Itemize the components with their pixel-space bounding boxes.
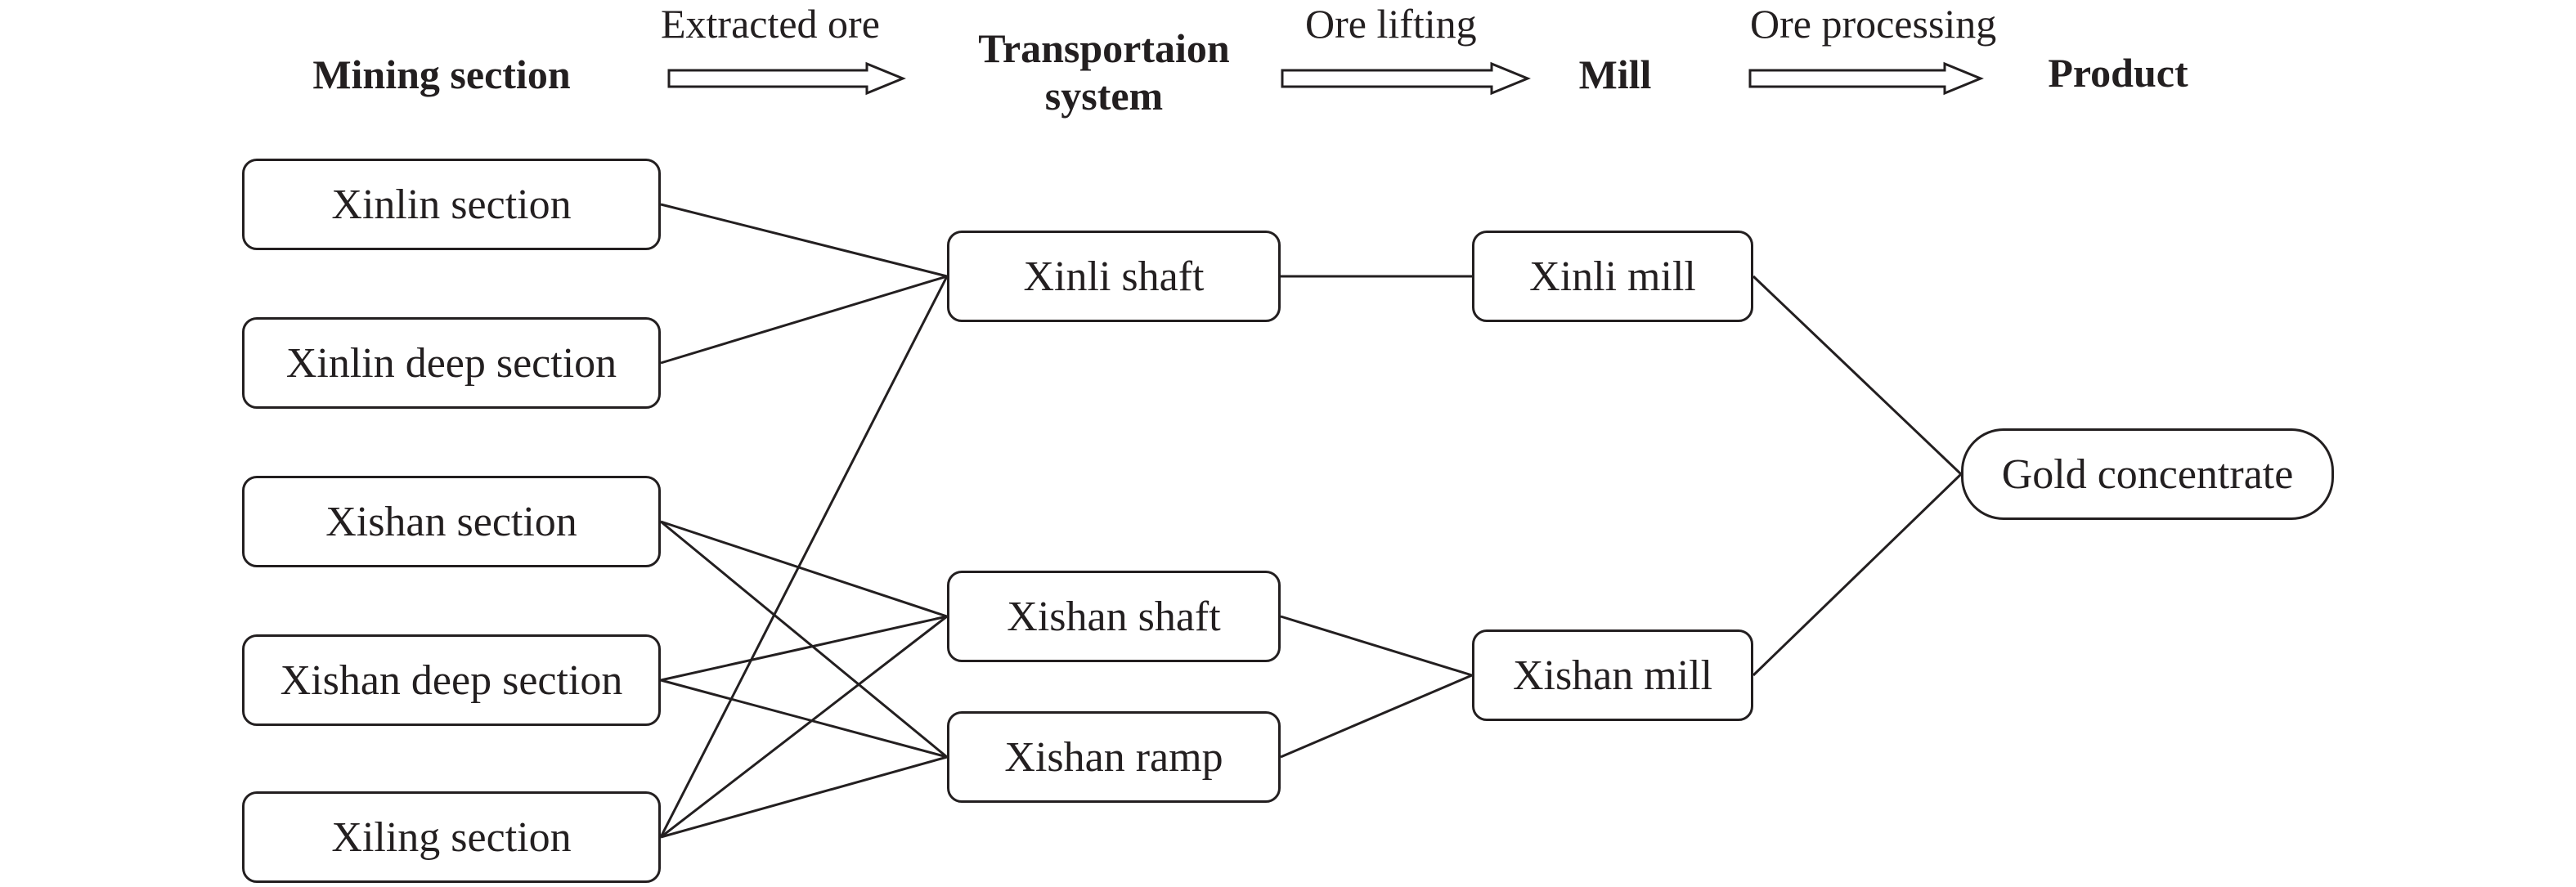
edge-xishan-section-to-xishan-ramp	[660, 520, 948, 759]
node-xishan-mill: Xishan mill	[1472, 629, 1753, 721]
node-xinli-mill: Xinli mill	[1472, 231, 1753, 322]
flow-arrow-lifting	[1281, 61, 1531, 96]
stage-heading-mill: Mill	[1578, 52, 1652, 97]
flow-arrow-extracted	[667, 61, 906, 96]
node-xinlin-section: Xinlin section	[242, 159, 661, 250]
edge-xiling-to-xinli-shaft	[659, 276, 949, 838]
edge-xinlin-section-to-xinli-shaft	[660, 203, 948, 278]
edge-xinlin-deep-to-xinli-shaft	[660, 275, 948, 365]
node-xinlin-deep-section: Xinlin deep section	[242, 317, 661, 409]
node-xiling-section: Xiling section	[242, 791, 661, 883]
edge-xinli-mill-to-gold	[1752, 275, 1963, 476]
node-xishan-deep-section: Xishan deep section	[242, 634, 661, 726]
stage-heading-transport: Transportaion system	[978, 25, 1230, 119]
edge-xiling-to-xishan-ramp	[660, 755, 948, 839]
edge-xiling-to-xishan-shaft	[660, 615, 948, 839]
node-xishan-shaft: Xishan shaft	[947, 571, 1281, 662]
edge-xishan-section-to-xishan-shaft	[660, 520, 948, 618]
flow-arrow-processing	[1748, 61, 1984, 96]
edge-xishan-mill-to-gold	[1752, 473, 1963, 677]
node-xishan-section: Xishan section	[242, 476, 661, 567]
edge-xishan-ramp-to-xishan-mill	[1280, 674, 1473, 759]
stage-heading-product: Product	[2048, 50, 2188, 96]
node-xishan-ramp: Xishan ramp	[947, 711, 1281, 803]
edge-xishan-deep-to-xishan-shaft	[660, 615, 948, 682]
stage-heading-mining: Mining section	[312, 52, 571, 97]
edge-xishan-shaft-to-xishan-mill	[1280, 615, 1473, 677]
flow-label-extracted: Extracted ore	[661, 1, 880, 47]
edge-xishan-deep-to-xishan-ramp	[660, 679, 948, 759]
flow-label-lifting: Ore lifting	[1305, 1, 1477, 47]
node-gold-concentrate: Gold concentrate	[1961, 428, 2334, 520]
node-xinli-shaft: Xinli shaft	[947, 231, 1281, 322]
flow-label-processing: Ore processing	[1750, 1, 1997, 47]
